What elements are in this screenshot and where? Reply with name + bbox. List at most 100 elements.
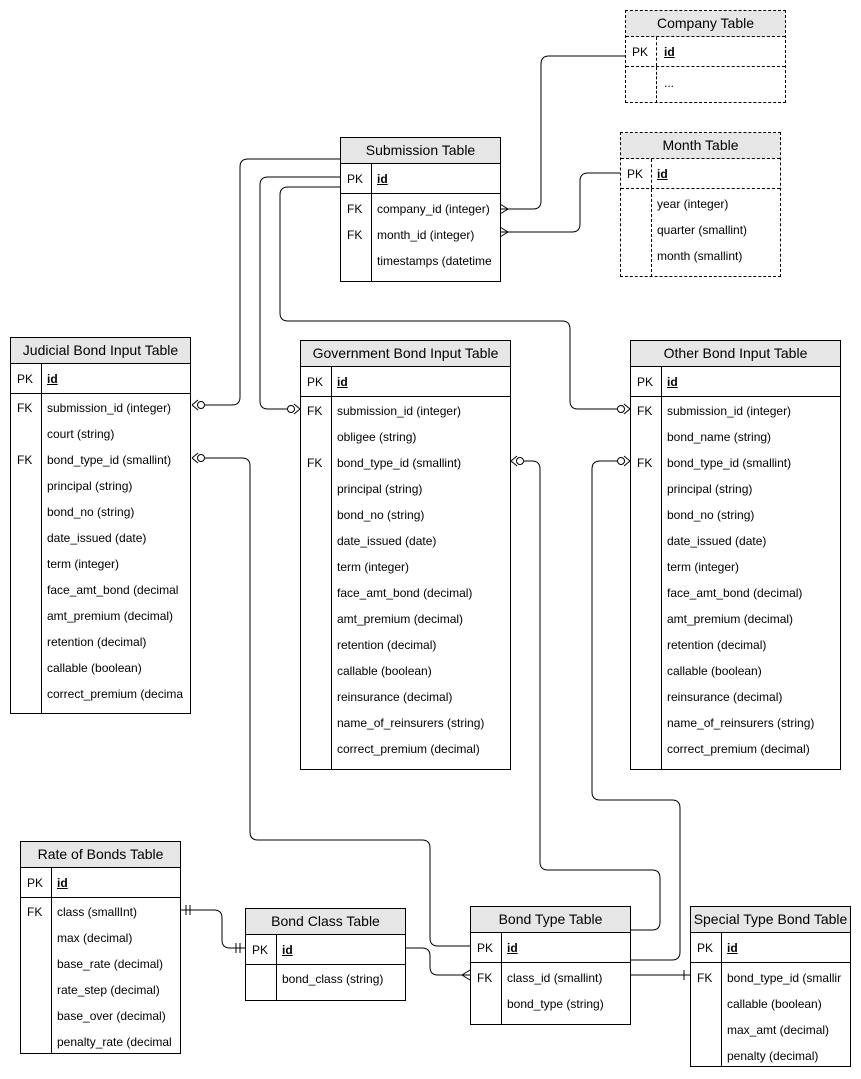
field-name: penalty_rate (decimal — [57, 1035, 172, 1049]
submission-table-title: Submission Table — [341, 138, 500, 164]
field-name: court (string) — [47, 427, 115, 441]
optional-circle — [197, 401, 205, 409]
field-row: callable (boolean) — [301, 658, 510, 684]
field-name: amt_premium (decimal) — [47, 609, 174, 623]
key-label: FK — [17, 453, 33, 467]
mandatory-one-marker — [185, 905, 191, 915]
field-name: face_amt_bond (decimal — [47, 583, 179, 597]
field-row: FK bond_type_id (smallint) — [301, 450, 510, 476]
field-name: base_over (decimal) — [57, 1009, 166, 1023]
pk-label: PK — [17, 372, 34, 386]
field-name: term (integer) — [337, 560, 410, 574]
field-name: correct_premium (decimal) — [337, 742, 480, 756]
field-row: callable (boolean) — [691, 991, 850, 1017]
field-row: correct_premium (decima — [11, 681, 190, 707]
month-table-title: Month Table — [621, 133, 780, 159]
field-row: retention (decimal) — [631, 632, 840, 658]
key-label: FK — [697, 971, 713, 985]
field-row: date_issued (date) — [11, 525, 190, 551]
field-name: bond_class (string) — [282, 972, 384, 986]
field-row: term (integer) — [631, 554, 840, 580]
bond-class-table[interactable]: Bond Class Table PK id bond_class (strin… — [245, 908, 406, 1001]
month-table[interactable]: Month Table PK id year (integer) quarter… — [620, 132, 781, 277]
field-row: name_of_reinsurers (string) — [631, 710, 840, 736]
field-row: principal (string) — [301, 476, 510, 502]
judicial-table-title: Judicial Bond Input Table — [11, 338, 190, 364]
pk-label: PK — [252, 943, 269, 957]
pk-row: PK id — [631, 369, 840, 395]
pk-field: id — [507, 941, 518, 955]
field-name: name_of_reinsurers (string) — [667, 716, 815, 730]
pk-label: PK — [307, 375, 324, 389]
edge-rate-bondclass — [181, 909, 245, 949]
pk-field: id — [377, 172, 388, 186]
edge-submission-month — [500, 172, 620, 233]
crowfoot-many — [191, 452, 199, 464]
field-name: date_issued (date) — [337, 534, 437, 548]
field-row: bond_type (string) — [471, 991, 630, 1017]
key-label: FK — [637, 404, 653, 418]
special-table-title: Special Type Bond Table — [691, 907, 850, 933]
pk-label: PK — [347, 172, 364, 186]
field-name: bond_type_id (smallint) — [337, 456, 462, 470]
field-name: correct_premium (decima — [47, 687, 184, 701]
field-name: month_id (integer) — [377, 228, 475, 242]
field-name: principal (string) — [667, 482, 753, 496]
field-row: principal (string) — [631, 476, 840, 502]
field-name: bond_no (string) — [47, 505, 135, 519]
pk-field: id — [667, 375, 678, 389]
field-name: retention (decimal) — [47, 635, 147, 649]
field-row: correct_premium (decimal) — [631, 736, 840, 762]
field-row: callable (boolean) — [11, 655, 190, 681]
field-name: callable (boolean) — [667, 664, 762, 678]
field-name: bond_name (string) — [667, 430, 772, 444]
field-row: face_amt_bond (decimal) — [631, 580, 840, 606]
pk-label: PK — [697, 941, 714, 955]
field-name: quarter (smallint) — [657, 223, 748, 237]
company-table[interactable]: Company Table PK id ... — [625, 10, 786, 103]
field-row: quarter (smallint) — [621, 217, 780, 243]
bond-type-table-title: Bond Type Table — [471, 907, 630, 933]
pk-field: id — [282, 943, 293, 957]
crowfoot-many — [461, 969, 471, 981]
pk-field: id — [664, 45, 675, 59]
key-label: FK — [17, 401, 33, 415]
field-row: name_of_reinsurers (string) — [301, 710, 510, 736]
rate-table-title: Rate of Bonds Table — [21, 842, 180, 868]
field-row: term (integer) — [11, 551, 190, 577]
pk-label: PK — [632, 45, 649, 59]
field-row: date_issued (date) — [631, 528, 840, 554]
field-name: term (integer) — [47, 557, 120, 571]
field-name: principal (string) — [337, 482, 423, 496]
optional-circle — [617, 405, 625, 413]
crowfoot-many — [499, 203, 509, 215]
field-name: callable (boolean) — [47, 661, 142, 675]
field-name: term (integer) — [667, 560, 740, 574]
pk-row: PK id — [301, 369, 510, 395]
field-row: base_over (decimal) — [21, 1003, 180, 1029]
pk-row: PK id — [621, 161, 780, 187]
field-name: timestamps (datetime — [377, 254, 492, 268]
field-row: max_amt (decimal) — [691, 1017, 850, 1043]
field-row: callable (boolean) — [631, 658, 840, 684]
company-table-title: Company Table — [626, 11, 785, 37]
field-name: class_id (smallint) — [507, 971, 603, 985]
pk-label: PK — [627, 167, 644, 181]
field-row: retention (decimal) — [301, 632, 510, 658]
field-name: callable (boolean) — [727, 997, 822, 1011]
field-row: date_issued (date) — [301, 528, 510, 554]
key-label: FK — [307, 456, 323, 470]
field-name: reinsurance (decimal) — [337, 690, 453, 704]
